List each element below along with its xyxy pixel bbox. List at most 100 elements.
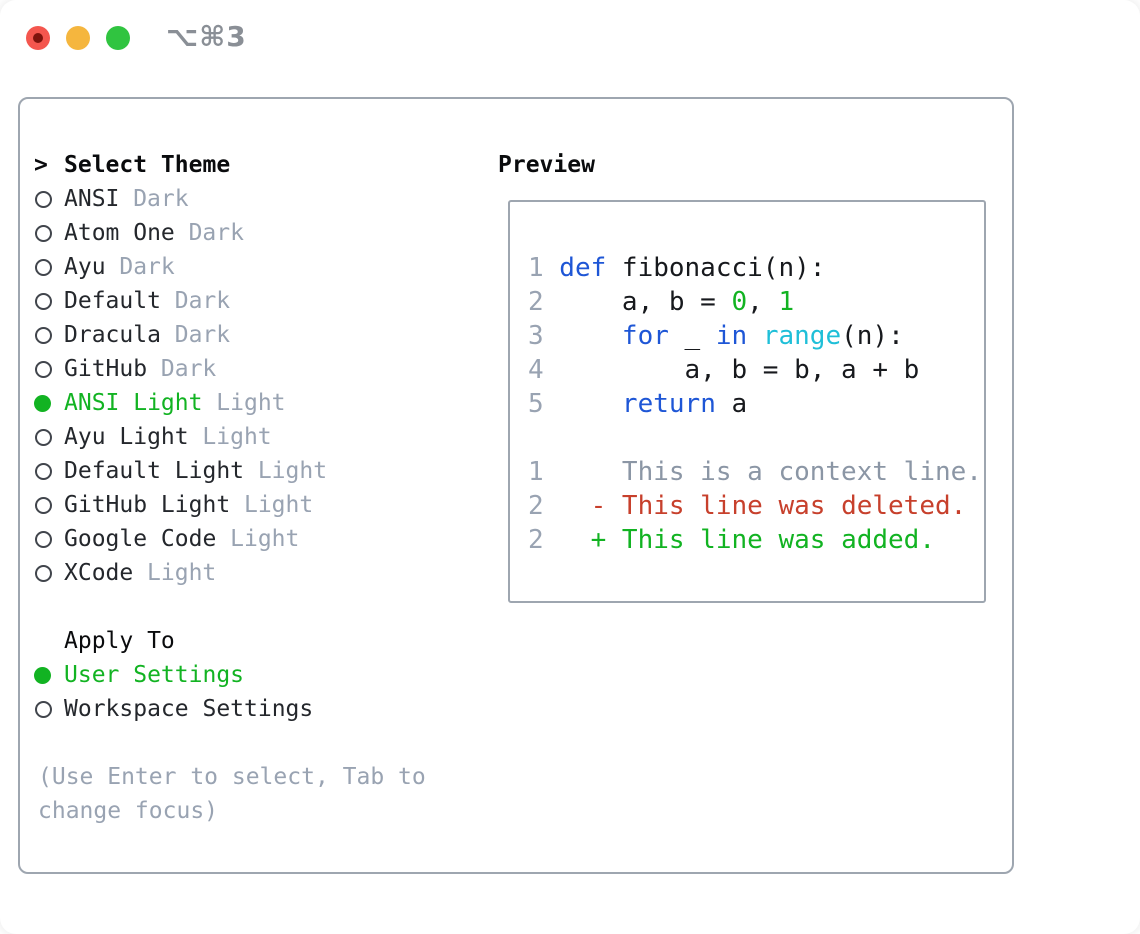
option-variant-label: Dark [174, 322, 231, 348]
close-button-dot-icon [33, 33, 43, 43]
line-number: 2 [528, 491, 544, 521]
radio-cell [34, 190, 64, 208]
radio-unselected-icon [35, 564, 52, 582]
diff-preview: 1 This is a context line.2 - This line w… [528, 455, 984, 557]
apply-to-option[interactable]: Workspace Settings [34, 692, 474, 726]
theme-option[interactable]: Atom One Dark [34, 216, 474, 250]
option-variant-label: Dark [174, 288, 231, 314]
option-label: XCode [64, 560, 134, 586]
spacer [528, 421, 984, 455]
code-segment-number: 1 [778, 287, 795, 317]
option-variant-label: Light [230, 526, 300, 552]
option-variant-label: Light [257, 458, 328, 484]
code-segment-plain: a [715, 389, 748, 419]
radio-unselected-icon [35, 530, 52, 548]
option-label: ANSI Light [64, 390, 203, 416]
radio-cell [34, 428, 64, 446]
code-segment-deleted: - This line was deleted. [590, 491, 967, 521]
line-number: 3 [528, 321, 544, 351]
keyboard-shortcut-label: ⌥⌘3 [166, 20, 247, 53]
radio-cell [34, 530, 64, 548]
code-segment-plain: , [747, 287, 779, 317]
radio-unselected-icon [35, 700, 52, 718]
line-number: 2 [528, 525, 544, 555]
spacer [34, 590, 474, 624]
theme-option[interactable]: XCode Light [34, 556, 474, 590]
code-line: 4 a, b = b, a + b [528, 353, 984, 387]
code-segment-plain [559, 525, 590, 555]
code-segment-plain [559, 321, 622, 351]
radio-cell [34, 496, 64, 514]
code-segment-context: This is a context line. [559, 457, 982, 487]
radio-unselected-icon [35, 462, 52, 480]
option-variant-label: Light [202, 424, 272, 450]
radio-unselected-icon [35, 292, 52, 310]
line-number: 1 [528, 253, 544, 283]
code-segment-keyword: in [715, 321, 748, 351]
radio-unselected-icon [35, 258, 52, 276]
code-segment-plain: fibonacci(n): [606, 253, 826, 283]
radio-cell [34, 394, 64, 412]
option-variant-label: Dark [119, 254, 175, 280]
preview-title: Preview [498, 152, 595, 178]
code-segment-number: 0 [731, 287, 748, 317]
theme-option[interactable]: Google Code Light [34, 522, 474, 556]
code-segment-keyword: for [621, 321, 669, 351]
code-segment-keyword: return [621, 389, 716, 419]
code-segment-keyword: def [559, 253, 607, 283]
radio-cell [34, 564, 64, 582]
apply-to-option[interactable]: User Settings [34, 658, 474, 692]
option-label: GitHub [64, 356, 148, 382]
theme-option[interactable]: ANSI Dark [34, 182, 474, 216]
cursor-icon: > [34, 152, 48, 178]
option-label: Atom One [64, 220, 175, 246]
code-line: 3 for _ in range(n): [528, 319, 984, 353]
apply-to-title: Apply To [64, 628, 175, 654]
option-label: Ayu Light [64, 424, 189, 450]
code-segment-plain [559, 491, 590, 521]
minimize-button[interactable] [66, 26, 90, 50]
code-segment-plain: (n): [841, 321, 904, 351]
apply-to-header: Apply To [34, 624, 474, 658]
cursor-cell: > [34, 152, 64, 178]
code-segment-added: + This line was added. [590, 525, 935, 555]
code-line: 5 return a [528, 387, 984, 421]
theme-option[interactable]: Ayu Light Light [34, 420, 474, 454]
line-number: 2 [528, 287, 544, 317]
diff-line: 2 + This line was added. [528, 523, 984, 557]
radio-unselected-icon [35, 326, 52, 344]
radio-unselected-icon [35, 428, 52, 446]
select-theme-header: > Select Theme [34, 148, 474, 182]
option-label: ANSI [64, 186, 120, 212]
code-segment-plain [747, 321, 763, 351]
code-segment-builtin: range [762, 321, 842, 351]
radio-cell [34, 326, 64, 344]
option-variant-label: Light [147, 560, 217, 586]
help-hint-text: (Use Enter to select, Tab to change focu… [38, 764, 426, 824]
option-variant-label: Light [243, 492, 314, 518]
radio-unselected-icon [35, 496, 52, 514]
close-button[interactable] [26, 26, 50, 50]
option-variant-label: Dark [188, 220, 244, 246]
code-line: 2 a, b = 0, 1 [528, 285, 984, 319]
theme-option[interactable]: ANSI Light Light [34, 386, 474, 420]
select-theme-title: Select Theme [64, 152, 231, 178]
option-label: Google Code [64, 526, 217, 552]
option-variant-label: Light [216, 390, 286, 416]
line-number: 4 [528, 355, 544, 385]
zoom-button[interactable] [106, 26, 130, 50]
option-variant-label: Dark [133, 186, 189, 212]
